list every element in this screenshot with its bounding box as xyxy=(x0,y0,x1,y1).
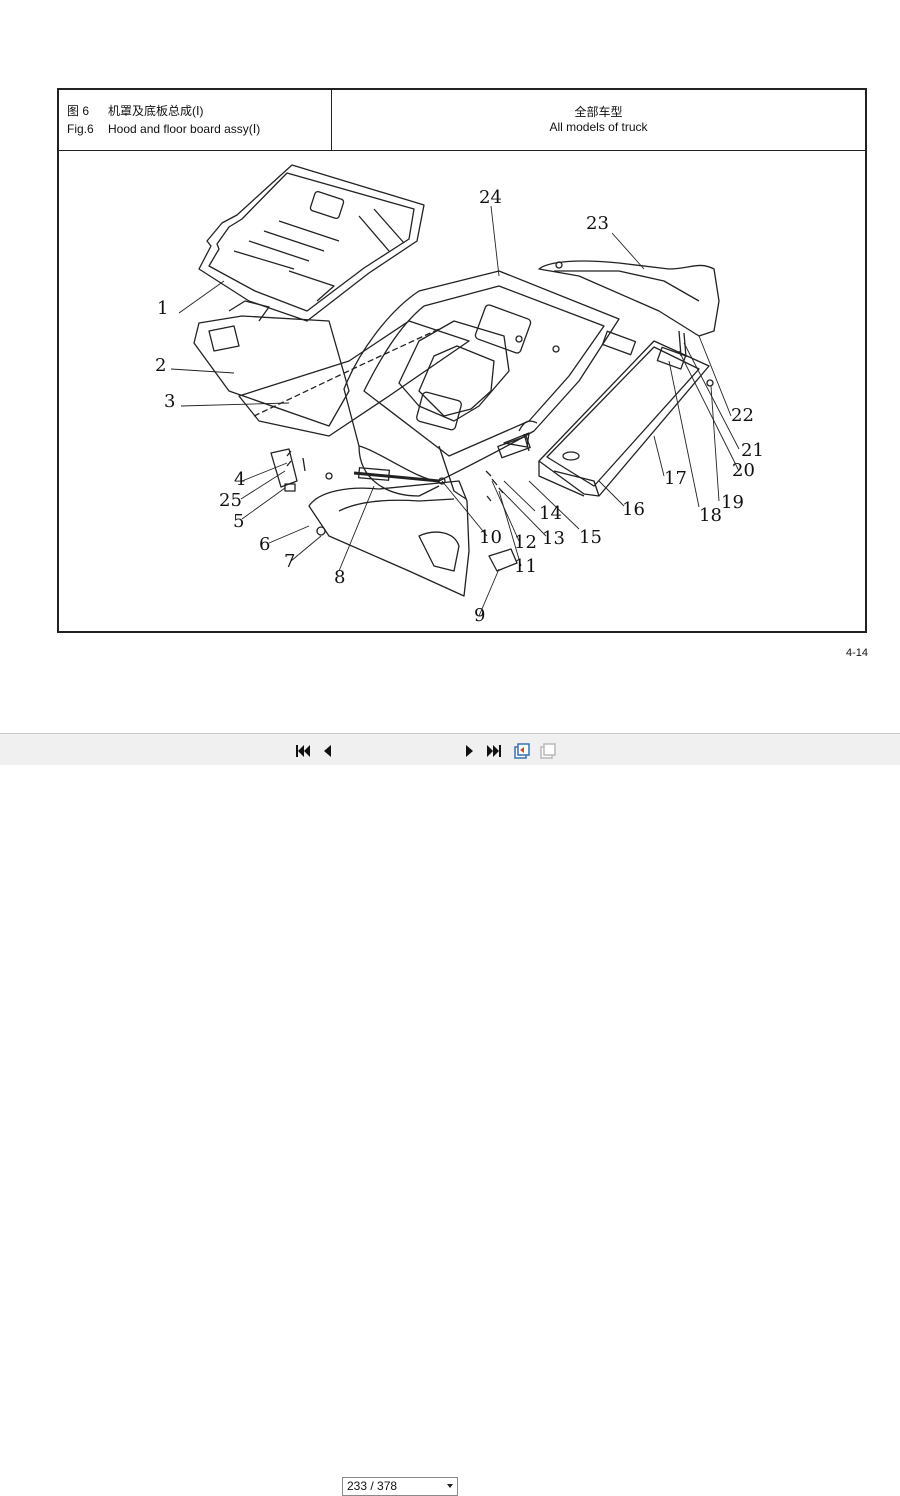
part-board-plate xyxy=(238,320,470,437)
next-page-icon[interactable] xyxy=(461,742,479,760)
part-floor-board xyxy=(193,300,350,427)
single-page-view-icon[interactable] xyxy=(512,742,530,760)
label-5: 5 xyxy=(233,511,244,532)
part-front-cover xyxy=(308,445,470,597)
label-19: 19 xyxy=(721,492,744,513)
label-14: 14 xyxy=(539,503,562,524)
label-3: 3 xyxy=(164,391,175,412)
part-number-labels: 1 2 3 4 5 6 7 8 9 10 11 12 13 14 15 16 1… xyxy=(155,187,764,626)
label-13: 13 xyxy=(542,528,565,549)
chevron-down-icon xyxy=(447,1484,453,1488)
label-25: 25 xyxy=(219,490,242,511)
label-16: 16 xyxy=(622,499,645,520)
label-1: 1 xyxy=(157,298,168,319)
label-9: 9 xyxy=(474,605,485,626)
part-bracket xyxy=(488,548,518,572)
label-24: 24 xyxy=(479,187,502,208)
label-10: 10 xyxy=(479,527,502,548)
exploded-parts-diagram: 1 2 3 4 5 6 7 8 9 10 11 12 13 14 15 16 1… xyxy=(155,164,764,626)
page-footer-number: 4-14 xyxy=(845,647,868,659)
label-15: 15 xyxy=(579,527,602,548)
model-en: All models of truck xyxy=(549,120,648,134)
leader-lines xyxy=(170,205,740,617)
viewer-toolbar: 233 / 378 xyxy=(0,733,900,1496)
part-hinges xyxy=(497,330,714,459)
part-fasteners xyxy=(485,420,538,502)
part-small-bracket xyxy=(270,448,306,492)
label-6: 6 xyxy=(259,534,270,555)
label-17: 17 xyxy=(664,468,687,489)
page-indicator-text: 233 / 378 xyxy=(347,1479,398,1493)
label-18: 18 xyxy=(699,505,722,526)
model-cell: 全部车型 All models of truck xyxy=(332,90,865,151)
part-handle-bar xyxy=(538,260,720,337)
part-floor-mat xyxy=(198,164,425,322)
label-2: 2 xyxy=(155,355,166,376)
part-gas-spring xyxy=(353,467,446,485)
label-4: 4 xyxy=(234,469,245,490)
part-hood xyxy=(343,270,620,497)
continuous-view-icon[interactable] xyxy=(538,742,556,760)
label-11: 11 xyxy=(514,556,537,577)
part-side-door xyxy=(538,340,710,497)
label-21: 21 xyxy=(741,440,764,461)
label-7: 7 xyxy=(284,551,295,572)
last-page-icon[interactable] xyxy=(485,742,503,760)
label-8: 8 xyxy=(334,567,345,588)
page-number-select[interactable]: 233 / 378 xyxy=(342,1477,458,1496)
label-12: 12 xyxy=(514,532,537,553)
first-page-icon[interactable] xyxy=(294,742,312,760)
label-20: 20 xyxy=(732,460,755,481)
label-23: 23 xyxy=(586,213,609,234)
previous-page-icon[interactable] xyxy=(318,742,336,760)
model-cn: 全部车型 xyxy=(574,105,623,119)
label-22: 22 xyxy=(731,405,754,426)
